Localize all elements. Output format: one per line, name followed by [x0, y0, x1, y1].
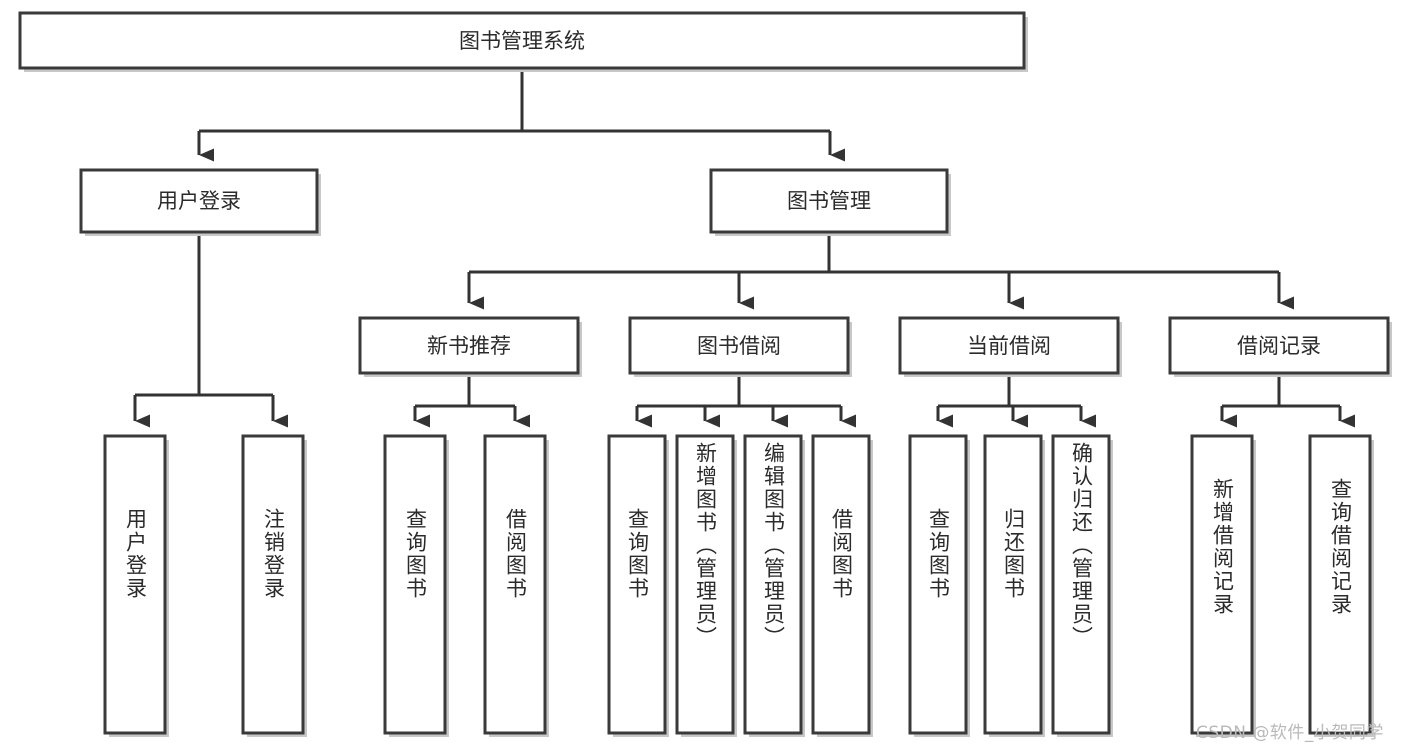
leaf-borrow-book-1-box[interactable] — [483, 434, 547, 735]
node-user-login[interactable]: 用户登录 — [79, 168, 321, 236]
leaf-edit-book-box[interactable] — [743, 434, 803, 735]
leaf-node-add-book[interactable] — [675, 434, 737, 737]
new-book-recommend-label: 新书推荐 — [427, 334, 511, 358]
node-root[interactable]: 图书管理系统 — [18, 11, 1028, 72]
leaf-node-borrow-book-2[interactable] — [811, 434, 873, 737]
leaf-node-edit-book[interactable] — [743, 434, 805, 737]
borrow-record-label: 借阅记录 — [1237, 334, 1321, 358]
leaf-query-book-2-box[interactable] — [607, 434, 667, 735]
new-book-recommend-box[interactable] — [358, 316, 580, 375]
current-borrow-label: 当前借阅 — [967, 334, 1051, 358]
book-manage-box[interactable] — [709, 168, 949, 234]
node-book-borrow[interactable]: 图书借阅 — [628, 316, 852, 377]
leaf-user-logout-box[interactable] — [241, 434, 305, 735]
leaf-add-record-box[interactable] — [1190, 434, 1254, 735]
leaf-node-return-book[interactable] — [983, 434, 1045, 737]
leaf-query-record-box[interactable] — [1308, 434, 1372, 735]
root-label: 图书管理系统 — [459, 29, 585, 53]
node-book-manage[interactable]: 图书管理 — [709, 168, 951, 236]
current-borrow-box[interactable] — [898, 316, 1120, 375]
leaf-node-borrow-book-1[interactable] — [483, 434, 549, 737]
leaf-node-add-record[interactable] — [1190, 434, 1256, 737]
leaf-node-confirm-return[interactable] — [1051, 434, 1113, 737]
root-box[interactable] — [18, 11, 1026, 70]
leaf-node-query-book-1[interactable] — [383, 434, 449, 737]
book-borrow-box[interactable] — [628, 316, 850, 375]
leaf-borrow-book-2-box[interactable] — [811, 434, 871, 735]
book-borrow-label: 图书借阅 — [697, 334, 781, 358]
node-new-book-recommend[interactable]: 新书推荐 — [358, 316, 582, 377]
leaf-query-book-3-box[interactable] — [908, 434, 968, 735]
leaf-node-query-record[interactable] — [1308, 434, 1374, 737]
user-login-label: 用户登录 — [157, 189, 241, 213]
leaf-user-login-box[interactable] — [103, 434, 167, 735]
leaf-node-user-login[interactable] — [103, 434, 169, 737]
node-current-borrow[interactable]: 当前借阅 — [898, 316, 1122, 377]
leaf-node-query-book-2[interactable] — [607, 434, 669, 737]
user-login-box[interactable] — [79, 168, 319, 234]
leaf-query-book-1-box[interactable] — [383, 434, 447, 735]
leaf-node-query-book-3[interactable] — [908, 434, 970, 737]
leaf-add-book-box[interactable] — [675, 434, 735, 735]
borrow-record-box[interactable] — [1168, 316, 1390, 375]
leaf-return-book-box[interactable] — [983, 434, 1043, 735]
node-borrow-record[interactable]: 借阅记录 — [1168, 316, 1392, 377]
csdn-watermark: CSDN @软件_小贺同学 — [1196, 723, 1384, 743]
book-manage-label: 图书管理 — [787, 189, 871, 213]
leaf-confirm-return-box[interactable] — [1051, 434, 1111, 735]
connector-layer — [133, 68, 1355, 428]
leaf-node-user-logout[interactable] — [241, 434, 307, 737]
